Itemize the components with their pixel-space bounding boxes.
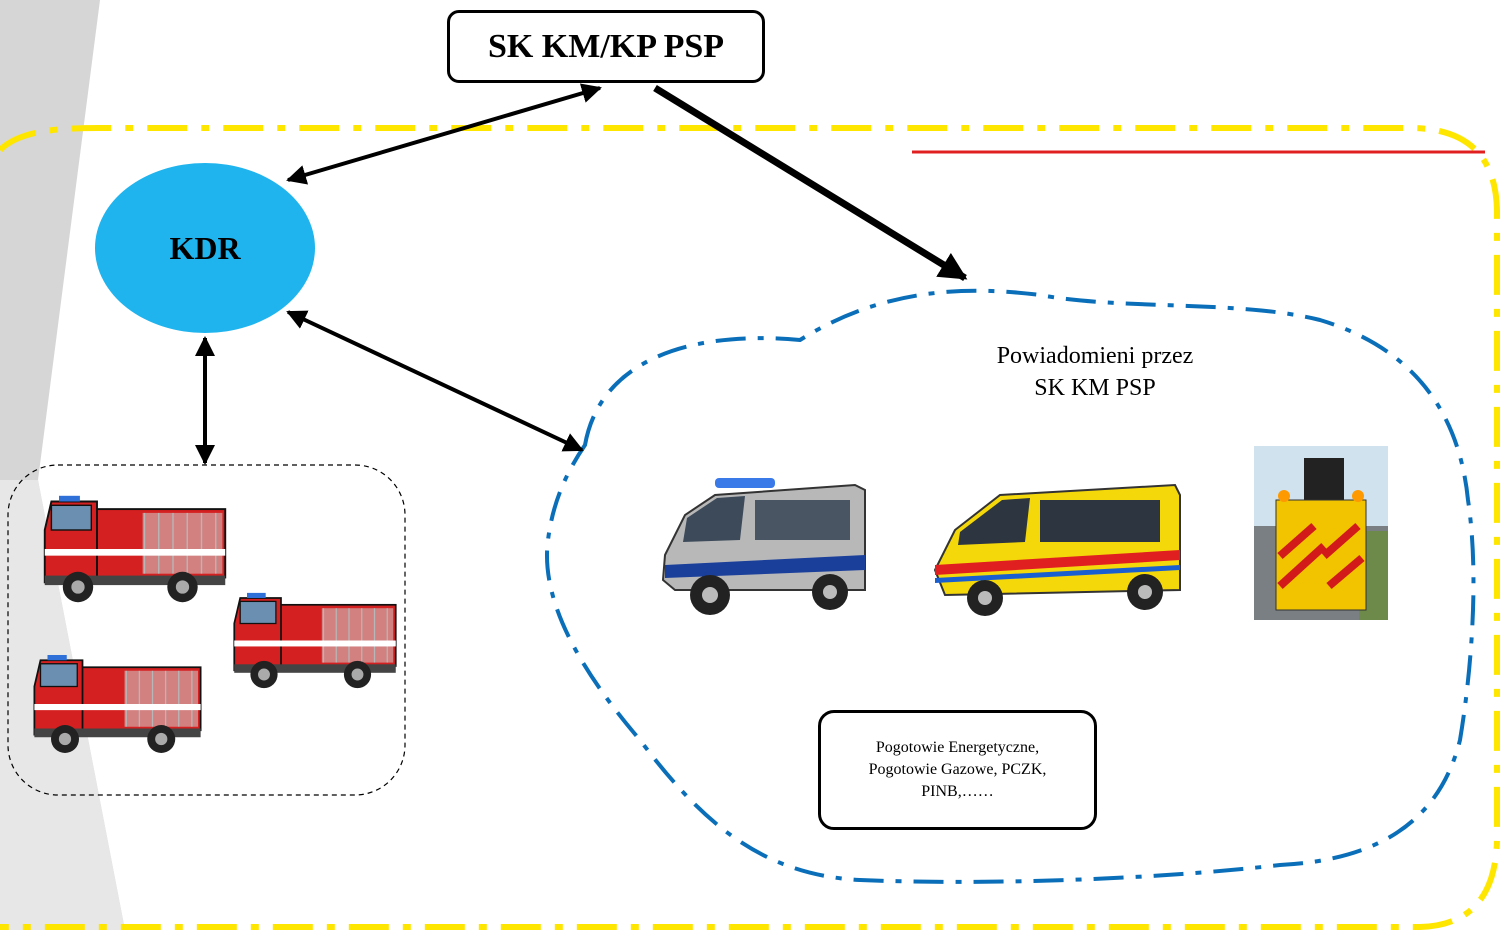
ambulance-icon [933, 483, 1181, 616]
notified-caption-line1: Powiadomieni przez [996, 343, 1194, 369]
services-line2: Pogotowie Gazowe, PCZK, [868, 761, 1047, 778]
fire-truck-icon [233, 592, 397, 689]
sk-km-kp-psp-box: SK KM/KP PSP [447, 10, 765, 83]
services-line3: PINB,…… [921, 783, 994, 800]
operation-zone-outline [0, 125, 1500, 930]
arrow-kdr-to-notified [286, 310, 584, 452]
kdr-node [95, 163, 315, 333]
arrow-top-to-notified [653, 85, 968, 281]
notified-caption: Powiadomieni przez SK KM PSP [950, 340, 1240, 404]
arrow-top-to-kdr [286, 83, 602, 185]
notified-caption-line2: SK KM PSP [1034, 375, 1156, 401]
fire-truck-icon [43, 494, 227, 604]
sk-km-kp-psp-label: SK KM/KP PSP [487, 27, 725, 65]
services-line1: Pogotowie Energetyczne, [875, 739, 1040, 756]
kdr-label: KDR [169, 229, 241, 266]
other-services-box: Pogotowie Energetyczne, Pogotowie Gazowe… [818, 710, 1097, 830]
notified-group-outline [545, 288, 1476, 884]
police-van-icon [661, 478, 866, 615]
fire-truck-icon [33, 654, 202, 754]
road-service-vehicle-icon [1254, 446, 1388, 620]
fire-units-group [7, 464, 406, 796]
